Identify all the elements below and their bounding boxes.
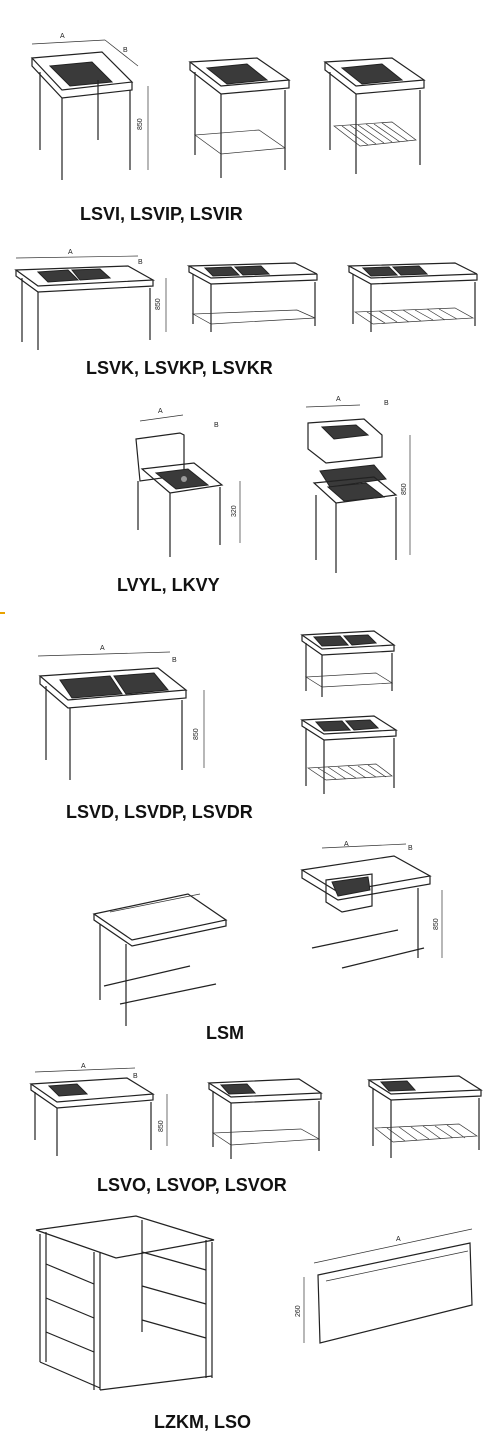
dim-height-label: 850	[193, 728, 200, 740]
dim-a-label: A	[60, 33, 65, 40]
caption-row7: LZKM, LSO	[154, 1412, 251, 1432]
caption-row1: LSVI, LSVIP, LSVIR	[80, 204, 243, 224]
sink-table-basic-drawing: A B 850	[25, 1062, 175, 1162]
dim-height-label: 260	[295, 1305, 302, 1317]
sink-single-shelf-drawing	[185, 50, 295, 185]
dim-height-label: 320	[231, 505, 238, 517]
dim-a-label: A	[336, 396, 341, 403]
caption-row2: LSVK, LSVKP, LSVKR	[86, 358, 273, 378]
dim-a-label: A	[344, 841, 349, 848]
caption-row3: LVYL, LKVY	[117, 575, 220, 595]
dim-a-label: A	[158, 408, 163, 415]
dim-height-label: 850	[137, 118, 144, 130]
sink-single-grid-shelf-drawing	[320, 50, 430, 180]
dim-a-label: A	[81, 1063, 86, 1070]
accent-mark	[0, 612, 5, 614]
sink-double-large-drawing: A B 850	[30, 640, 215, 790]
dim-height-label: 850	[401, 483, 408, 495]
dim-b-label: B	[408, 845, 413, 852]
caption-row6: LSVO, LSVOP, LSVOR	[97, 1175, 287, 1195]
sink-double-large-shelf-drawing	[298, 625, 398, 700]
caption-row4: LSVD, LSVDP, LSVDR	[66, 802, 253, 822]
sink-double-shelf-drawing	[185, 258, 325, 336]
caption-row5: LSM	[206, 1023, 244, 1043]
sink-double-large-grid-drawing	[298, 712, 403, 797]
dim-a-label: A	[396, 1236, 401, 1243]
dim-b-label: B	[123, 47, 128, 54]
hand-wash-basin-drawing: A B 320	[128, 405, 253, 565]
sink-double-basic-drawing: A B 850	[8, 249, 173, 355]
dim-a-label: A	[100, 645, 105, 652]
container-rack-drawing	[30, 1212, 220, 1397]
sink-table-shelf-drawing	[205, 1075, 325, 1163]
dim-height-label: 850	[433, 918, 440, 930]
backsplash-panel-drawing: A 260	[282, 1225, 482, 1350]
dim-height-label: 850	[155, 298, 162, 310]
knee-operated-basin-drawing: A B 850	[300, 395, 420, 580]
dim-b-label: B	[214, 422, 219, 429]
dim-b-label: B	[384, 400, 389, 407]
sink-single-basic-drawing: A B 850	[20, 30, 170, 190]
dim-height-label: 850	[158, 1120, 165, 1132]
sink-double-grid-shelf-drawing	[345, 258, 485, 336]
sink-table-grid-drawing	[365, 1072, 485, 1162]
table-with-basin-drawing: A B 850	[298, 840, 448, 975]
dim-a-label: A	[68, 249, 73, 256]
dim-b-label: B	[133, 1073, 138, 1080]
table-open-frame-drawing	[90, 890, 230, 1030]
dim-b-label: B	[172, 657, 177, 664]
dim-b-label: B	[138, 259, 143, 266]
